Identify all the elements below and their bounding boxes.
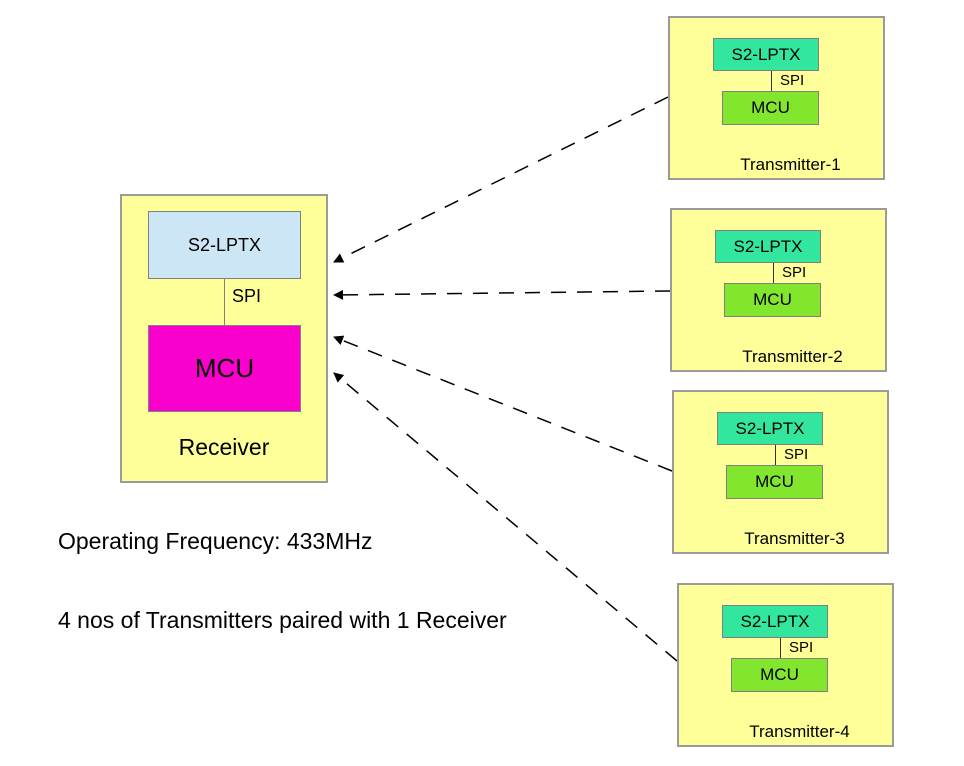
transmitter-2-spi-connector — [773, 263, 774, 283]
transmitter-1-mcu-block: MCU — [722, 91, 819, 125]
transmitter-2-s2lptx-block: S2-LPTX — [715, 230, 821, 263]
transmitter-1-spi-label: SPI — [780, 72, 805, 89]
transmitter-2-mcu-block: MCU — [724, 283, 821, 317]
transmitter-3-s2lptx-label: S2-LPTX — [735, 418, 805, 438]
note-operating-frequency: Operating Frequency: 433MHz — [58, 528, 373, 554]
transmitter-3-title: Transmitter-3 — [744, 529, 845, 548]
transmitter-4-spi-label: SPI — [789, 639, 814, 656]
receiver-mcu-block: MCU — [148, 325, 301, 412]
receiver-spi-connector — [224, 279, 225, 325]
rf-link-transmitter-2-icon — [333, 289, 671, 300]
receiver-title: Receiver — [178, 434, 270, 460]
transmitter-2-s2lptx-label: S2-LPTX — [733, 236, 803, 256]
transmitter-3-mcu-block: MCU — [726, 465, 823, 499]
transmitter-3-spi-label: SPI — [784, 446, 809, 463]
note-pairing: 4 nos of Transmitters paired with 1 Rece… — [58, 607, 507, 633]
transmitter-1-spi-connector — [771, 71, 772, 91]
transmitter-4-box: S2-LPTX SPI MCU Transmitter-4 — [677, 583, 894, 747]
receiver-s2lptx-block: S2-LPTX — [148, 211, 301, 279]
receiver-mcu-label: MCU — [194, 353, 255, 383]
transmitter-4-mcu-block: MCU — [731, 658, 828, 692]
transmitter-4-mcu-label: MCU — [760, 665, 799, 684]
transmitter-3-spi-connector — [775, 445, 776, 465]
transmitter-2-spi-label: SPI — [782, 264, 807, 281]
rf-link-transmitter-3-icon — [333, 335, 673, 472]
transmitter-3-s2lptx-block: S2-LPTX — [717, 412, 823, 445]
transmitter-2-box: S2-LPTX SPI MCU Transmitter-2 — [670, 208, 887, 372]
transmitter-3-box: S2-LPTX SPI MCU Transmitter-3 — [672, 390, 889, 554]
transmitter-1-title: Transmitter-1 — [740, 155, 841, 174]
receiver-s2lptx-label: S2-LPTX — [187, 234, 262, 255]
transmitter-4-s2lptx-block: S2-LPTX — [722, 605, 828, 638]
transmitter-2-title: Transmitter-2 — [742, 347, 843, 366]
receiver-spi-label: SPI — [232, 286, 262, 306]
transmitter-1-mcu-label: MCU — [751, 98, 790, 117]
transmitter-4-title: Transmitter-4 — [749, 722, 850, 741]
transmitter-4-spi-connector — [780, 638, 781, 658]
transmitter-4-s2lptx-label: S2-LPTX — [740, 611, 810, 631]
receiver-box: S2-LPTX SPI MCU Receiver — [120, 194, 328, 483]
rf-link-transmitter-1-icon — [333, 96, 669, 263]
transmitter-3-mcu-label: MCU — [755, 472, 794, 491]
transmitter-1-s2lptx-block: S2-LPTX — [713, 38, 819, 71]
transmitter-1-box: S2-LPTX SPI MCU Transmitter-1 — [668, 16, 885, 180]
transmitter-2-mcu-label: MCU — [753, 290, 792, 309]
transmitter-1-s2lptx-label: S2-LPTX — [731, 44, 801, 64]
